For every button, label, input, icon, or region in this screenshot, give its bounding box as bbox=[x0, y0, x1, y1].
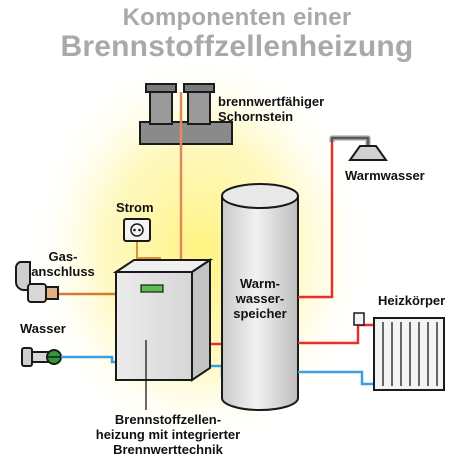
label-heater: Brennstoffzellen- heizung mit integriert… bbox=[95, 412, 241, 457]
label-chimney: brennwertfähiger Schornstein bbox=[218, 94, 325, 124]
radiator-valve bbox=[353, 312, 365, 326]
title-line-1: Komponenten einer bbox=[122, 4, 352, 31]
gas-valve-icon bbox=[15, 261, 59, 303]
label-warm-water: Warmwasser bbox=[345, 168, 425, 183]
heater-display bbox=[140, 284, 164, 293]
label-radiator: Heizkörper bbox=[378, 293, 446, 308]
shower-icon bbox=[329, 135, 388, 161]
title-line-2: Brennstoffzellenheizung bbox=[60, 30, 414, 63]
label-water: Wasser bbox=[20, 321, 66, 336]
hot-water-pipe bbox=[298, 323, 374, 345]
water-tap-icon bbox=[21, 347, 62, 367]
power-socket-icon bbox=[123, 218, 151, 242]
cold-water-pipe bbox=[298, 370, 374, 386]
hot-water-pipe bbox=[298, 140, 334, 299]
radiator-icon bbox=[373, 317, 445, 391]
fuel-cell-heater bbox=[112, 258, 214, 382]
label-power: Strom bbox=[116, 200, 154, 215]
label-gas: Gas- anschluss bbox=[31, 249, 95, 279]
warm-water-tank bbox=[221, 183, 299, 411]
chimney-icon bbox=[139, 83, 233, 145]
label-storage: Warm- wasser- speicher bbox=[233, 276, 287, 321]
